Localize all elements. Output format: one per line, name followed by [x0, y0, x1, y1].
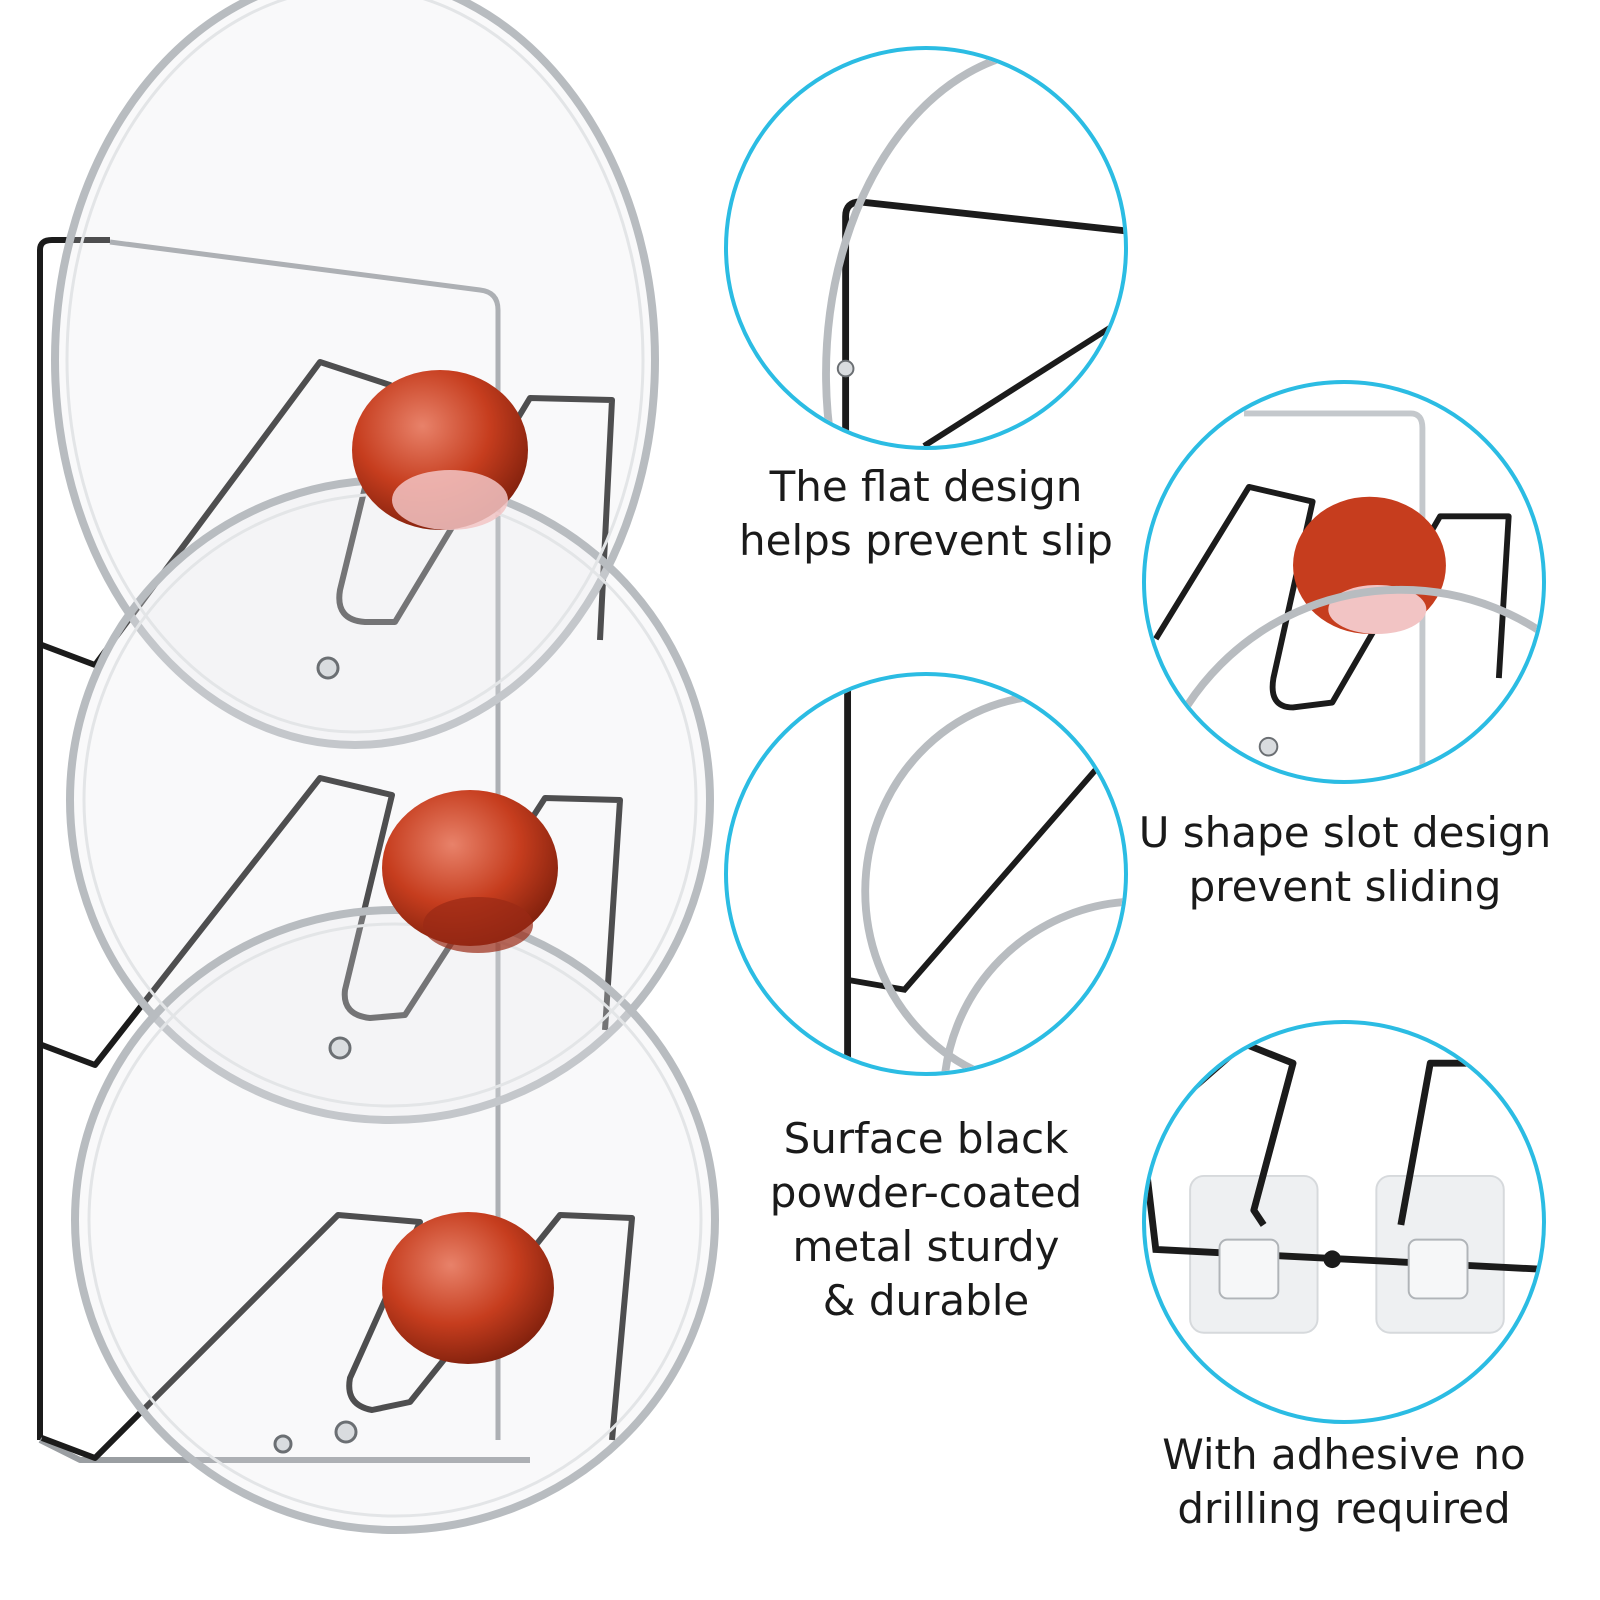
lid-vent-screws	[273, 656, 358, 1454]
lid-knobs	[352, 370, 558, 1364]
caption-powder-coated: Surface black powder-coated metal sturdy…	[769, 1114, 1083, 1325]
callout-powder-coated	[724, 672, 1128, 1076]
callout-flat-design	[724, 46, 1128, 450]
lid-rack-illustration	[37, 0, 719, 1534]
rack-frame	[37, 237, 530, 1463]
callout-adhesive	[1142, 1020, 1546, 1424]
caption-u-shape-slot: U shape slot design prevent sliding	[1138, 808, 1552, 911]
caption-flat-design: The flat design helps prevent slip	[739, 462, 1113, 565]
caption-adhesive: With adhesive no drilling required	[1162, 1430, 1526, 1533]
callout-u-shape-slot	[1142, 380, 1546, 784]
